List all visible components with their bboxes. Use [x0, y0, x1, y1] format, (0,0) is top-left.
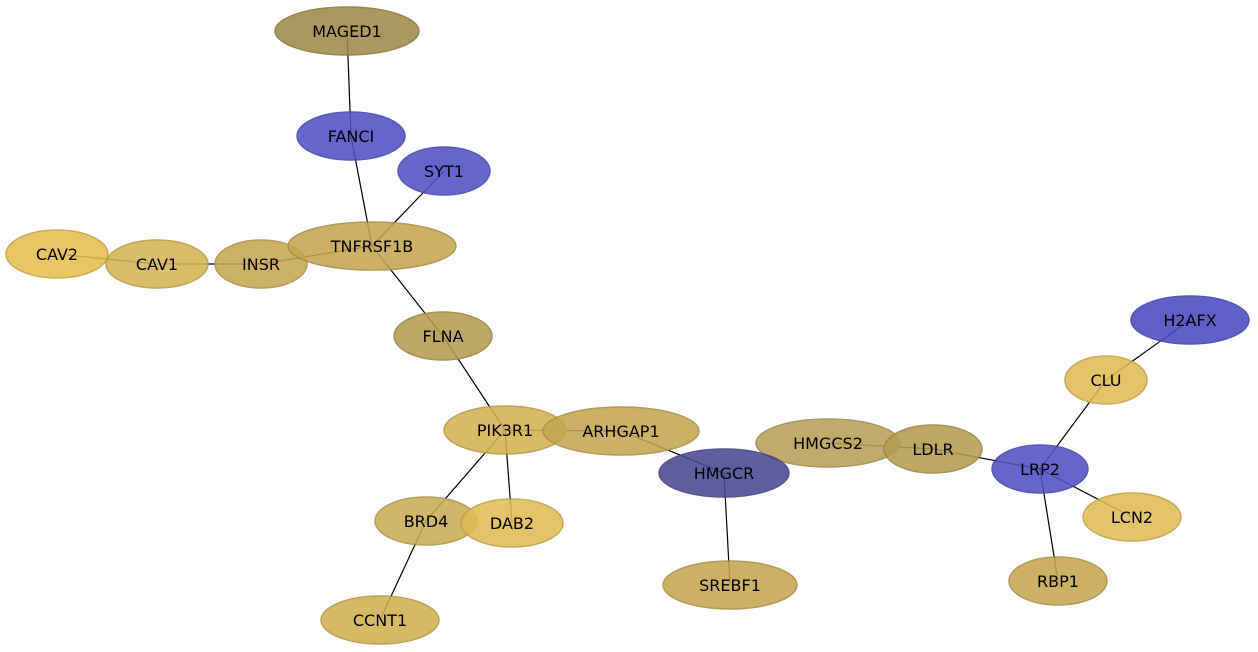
- node-label-cav2: CAV2: [36, 245, 78, 264]
- node-brd4[interactable]: BRD4: [374, 496, 478, 546]
- node-label-ccnt1: CCNT1: [353, 611, 407, 630]
- node-shape-cav2: [5, 229, 109, 279]
- node-label-hmgcr: HMGCR: [694, 464, 755, 483]
- node-shape-clu: [1064, 355, 1148, 405]
- node-shape-maged1: [274, 6, 420, 56]
- node-shape-hmgcr: [658, 448, 790, 498]
- node-tnfrsf1b[interactable]: TNFRSF1B: [287, 221, 457, 271]
- node-label-ldlr: LDLR: [912, 440, 953, 459]
- node-label-rbp1: RBP1: [1037, 572, 1079, 591]
- node-flna[interactable]: FLNA: [393, 311, 493, 361]
- node-label-clu: CLU: [1091, 371, 1122, 390]
- node-label-lrp2: LRP2: [1020, 460, 1060, 479]
- node-label-lcn2: LCN2: [1111, 508, 1153, 527]
- node-ldlr[interactable]: LDLR: [883, 424, 983, 474]
- edge-layer: [56, 30, 1191, 621]
- node-label-insr: INSR: [242, 255, 280, 274]
- node-shape-dab2: [460, 498, 564, 548]
- node-arhgap1[interactable]: ARHGAP1: [542, 406, 700, 456]
- node-shape-flna: [393, 311, 493, 361]
- node-shape-syt1: [397, 146, 491, 196]
- node-label-fanci: FANCI: [328, 127, 375, 146]
- node-pik3r1[interactable]: PIK3R1: [443, 405, 567, 455]
- node-shape-srebf1: [662, 560, 798, 610]
- node-label-hmgcs2: HMGCS2: [793, 434, 863, 453]
- node-label-tnfrsf1b: TNFRSF1B: [330, 237, 414, 256]
- node-shape-fanci: [296, 111, 406, 161]
- node-label-srebf1: SREBF1: [699, 576, 761, 595]
- node-clu[interactable]: CLU: [1064, 355, 1148, 405]
- node-shape-lcn2: [1082, 492, 1182, 542]
- node-shape-lrp2: [991, 444, 1089, 494]
- node-shape-insr: [214, 239, 308, 289]
- node-rbp1[interactable]: RBP1: [1008, 556, 1108, 606]
- node-hmgcs2[interactable]: HMGCS2: [755, 418, 901, 468]
- node-fanci[interactable]: FANCI: [296, 111, 406, 161]
- node-label-syt1: SYT1: [424, 162, 464, 181]
- node-label-cav1: CAV1: [136, 255, 178, 274]
- node-shape-cav1: [105, 239, 209, 289]
- node-ccnt1[interactable]: CCNT1: [320, 595, 440, 645]
- node-shape-tnfrsf1b: [287, 221, 457, 271]
- node-label-h2afx: H2AFX: [1163, 311, 1216, 330]
- node-insr[interactable]: INSR: [214, 239, 308, 289]
- node-dab2[interactable]: DAB2: [460, 498, 564, 548]
- node-srebf1[interactable]: SREBF1: [662, 560, 798, 610]
- node-shape-h2afx: [1130, 295, 1250, 345]
- node-shape-rbp1: [1008, 556, 1108, 606]
- node-lcn2[interactable]: LCN2: [1082, 492, 1182, 542]
- node-cav2[interactable]: CAV2: [5, 229, 109, 279]
- node-label-dab2: DAB2: [490, 514, 534, 533]
- node-label-pik3r1: PIK3R1: [477, 421, 533, 440]
- node-cav1[interactable]: CAV1: [105, 239, 209, 289]
- node-h2afx[interactable]: H2AFX: [1130, 295, 1250, 345]
- node-label-brd4: BRD4: [404, 512, 449, 531]
- node-syt1[interactable]: SYT1: [397, 146, 491, 196]
- node-label-maged1: MAGED1: [312, 22, 381, 41]
- node-label-flna: FLNA: [422, 327, 463, 346]
- node-maged1[interactable]: MAGED1: [274, 6, 420, 56]
- node-shape-ldlr: [883, 424, 983, 474]
- node-lrp2[interactable]: LRP2: [991, 444, 1089, 494]
- node-label-arhgap1: ARHGAP1: [582, 422, 659, 441]
- node-shape-arhgap1: [542, 406, 700, 456]
- node-hmgcr[interactable]: HMGCR: [658, 448, 790, 498]
- node-shape-ccnt1: [320, 595, 440, 645]
